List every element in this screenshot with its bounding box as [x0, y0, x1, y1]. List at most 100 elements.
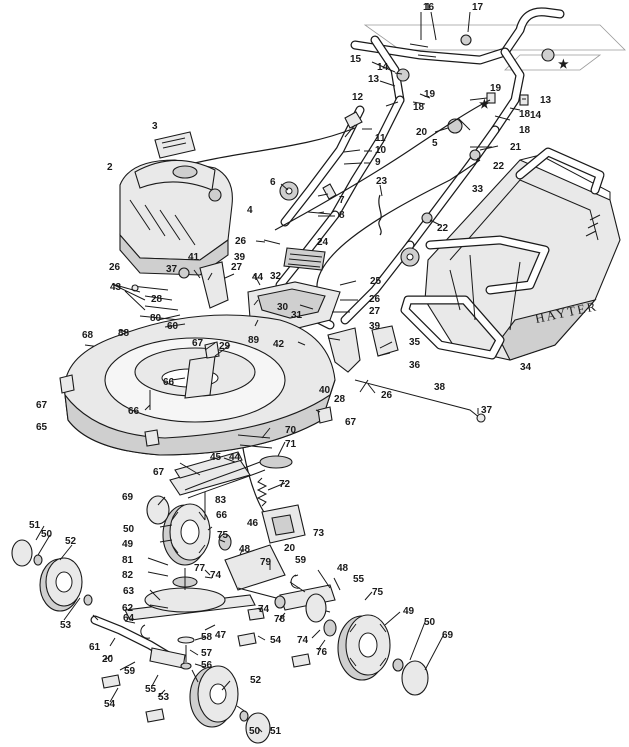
part-label-14: 14	[530, 110, 542, 121]
part-label-70: 70	[285, 425, 297, 436]
part-label-75: 75	[217, 530, 229, 541]
part-label-37: 37	[481, 405, 493, 416]
part-label-25: 25	[370, 276, 382, 287]
part-label-4: 4	[247, 205, 253, 216]
svg-text:★: ★	[558, 57, 569, 71]
part-label-59: 59	[295, 555, 307, 566]
part-label-12: 12	[352, 92, 364, 103]
part-label-50: 50	[424, 617, 436, 628]
part-label-26: 26	[109, 262, 121, 273]
part-label-15: 15	[350, 54, 362, 65]
part-label-26: 26	[369, 294, 381, 305]
part-label-39: 39	[369, 321, 381, 332]
part-label-67: 67	[345, 417, 357, 428]
part-label-77: 77	[194, 563, 206, 574]
part-label-6: 6	[270, 177, 276, 188]
part-label-74: 74	[258, 604, 270, 615]
part-label-13: 13	[368, 74, 380, 85]
part-label-64: 64	[123, 613, 135, 624]
part-label-43: 43	[110, 282, 122, 293]
part-label-26: 26	[235, 236, 247, 247]
drive-assembly	[90, 434, 337, 723]
part-label-47: 47	[215, 630, 227, 641]
mower-deck	[59, 314, 336, 456]
part-label-50: 50	[123, 524, 135, 535]
part-label-32: 32	[270, 271, 282, 282]
wheel-front-right	[189, 665, 239, 728]
part-label-26: 26	[381, 390, 393, 401]
part-label-67: 67	[153, 467, 165, 478]
part-label-27: 27	[231, 262, 243, 273]
part-label-19: 19	[424, 89, 436, 100]
part-label-30: 30	[277, 302, 289, 313]
part-label-20: 20	[416, 127, 428, 138]
part-label-74: 74	[210, 570, 222, 581]
part-label-50: 50	[41, 529, 53, 540]
part-label-38: 38	[434, 382, 446, 393]
part-label-1: 1	[425, 2, 431, 13]
part-label-71: 71	[285, 439, 297, 450]
part-label-48: 48	[337, 563, 349, 574]
part-label-54: 54	[104, 699, 116, 710]
part-label-69: 69	[442, 630, 454, 641]
part-label-16: 16	[423, 2, 435, 13]
part-label-45: 45	[210, 452, 222, 463]
part-label-55: 55	[353, 574, 365, 585]
part-label-36: 36	[409, 360, 421, 371]
part-label-52: 52	[250, 675, 262, 686]
part-label-35: 35	[409, 337, 421, 348]
part-label-40: 40	[319, 385, 331, 396]
part-label-18: 18	[519, 125, 531, 136]
part-label-28: 28	[151, 294, 163, 305]
part-label-18: 18	[519, 109, 531, 120]
part-label-19: 19	[490, 83, 502, 94]
part-label-2: 2	[107, 162, 113, 173]
part-label-7: 7	[339, 195, 345, 206]
part-label-82: 82	[122, 570, 134, 581]
part-label-53: 53	[158, 692, 170, 703]
part-label-42: 42	[273, 339, 285, 350]
part-label-56: 56	[201, 660, 213, 671]
part-label-83: 83	[215, 495, 227, 506]
part-label-80: 80	[150, 313, 162, 324]
part-label-44: 44	[229, 452, 241, 463]
part-label-28: 28	[334, 394, 346, 405]
part-label-60: 60	[167, 321, 179, 332]
wheel-front-left	[39, 557, 83, 612]
part-label-67: 67	[192, 338, 204, 349]
part-label-48: 48	[239, 544, 251, 555]
part-label-18: 18	[413, 102, 425, 113]
part-label-31: 31	[291, 310, 303, 321]
part-label-39: 39	[234, 252, 246, 263]
part-label-55: 55	[145, 684, 157, 695]
part-label-67: 67	[36, 400, 48, 411]
part-label-62: 62	[122, 603, 134, 614]
part-label-68: 68	[82, 330, 94, 341]
part-label-81: 81	[122, 555, 134, 566]
part-label-21: 21	[510, 142, 522, 153]
part-label-23: 23	[376, 176, 388, 187]
part-label-51: 51	[29, 520, 41, 531]
part-label-10: 10	[375, 145, 387, 156]
wheels	[11, 495, 429, 744]
part-label-69: 69	[122, 492, 134, 503]
part-label-61: 61	[89, 642, 101, 653]
part-label-34: 34	[520, 362, 532, 373]
part-label-59: 59	[124, 666, 136, 677]
part-label-8: 8	[339, 210, 345, 221]
part-label-33: 33	[472, 184, 484, 195]
part-label-63: 63	[123, 586, 135, 597]
part-label-78: 78	[274, 614, 286, 625]
part-label-58: 58	[201, 632, 213, 643]
wheel-rear-right	[337, 614, 391, 681]
part-label-46: 46	[247, 518, 259, 529]
wheel-rear-left	[162, 503, 211, 566]
part-label-75: 75	[372, 587, 384, 598]
part-label-27: 27	[369, 306, 381, 317]
part-label-74: 74	[297, 635, 309, 646]
part-label-9: 9	[375, 157, 381, 168]
part-label-72: 72	[279, 479, 291, 490]
part-label-29: 29	[219, 341, 231, 352]
